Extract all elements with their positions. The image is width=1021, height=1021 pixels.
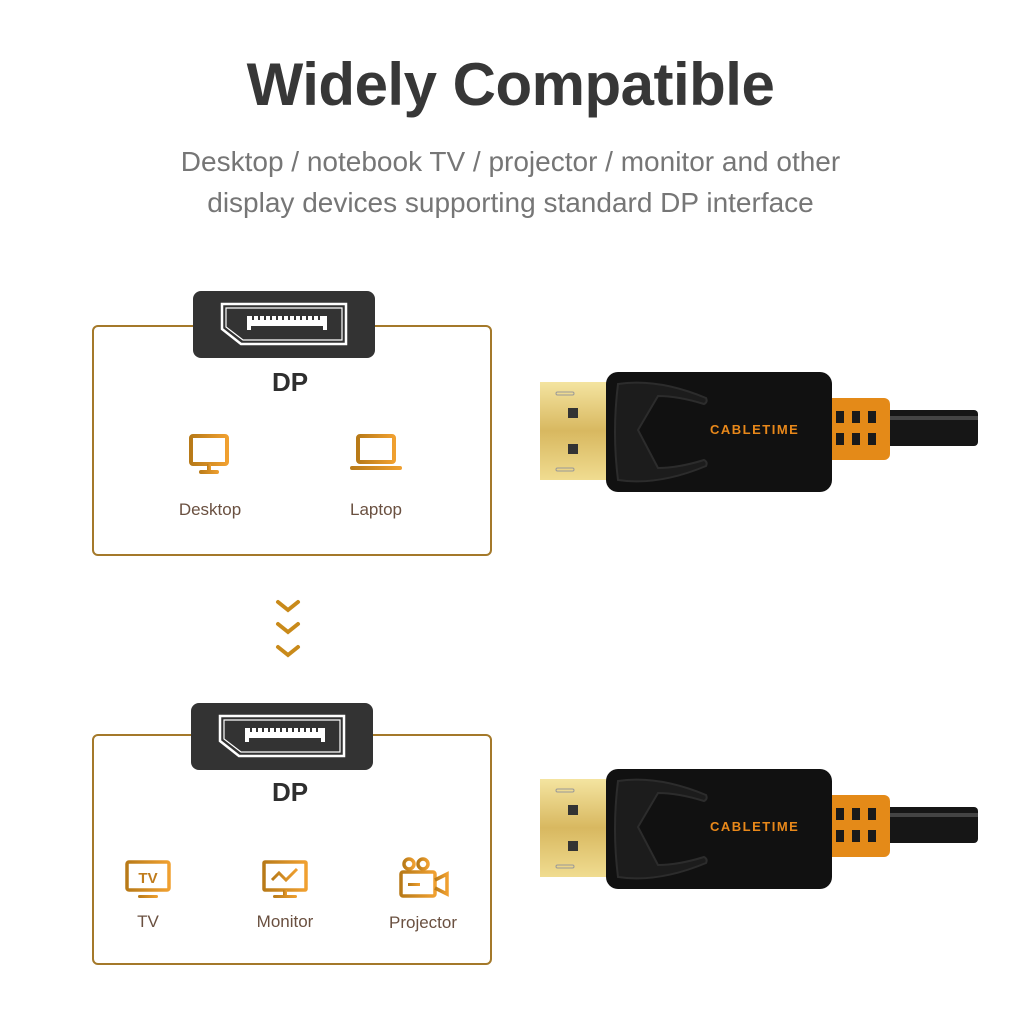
laptop-icon [350, 434, 402, 470]
device-label: Projector [388, 913, 458, 932]
brand-logo: CABLETIME [710, 819, 800, 834]
port-label: DP [271, 367, 309, 397]
device-label: TV [137, 912, 159, 931]
desktop-icon [189, 434, 229, 474]
monitor-icon [262, 860, 308, 898]
brand-logo: CABLETIME [710, 422, 800, 437]
displayport-icon [219, 301, 349, 347]
port-label: DP [271, 777, 309, 807]
device-label: Desktop [178, 500, 242, 519]
dp-port-badge [191, 703, 373, 770]
displayport-cable-plug: CABLETIME [538, 370, 978, 494]
displayport-icon [217, 713, 347, 759]
displayport-cable-plug: CABLETIME [538, 767, 978, 891]
projector-icon [399, 857, 449, 898]
subtitle-line-1: Desktop / notebook TV / projector / moni… [180, 146, 841, 177]
target-devices-panel [92, 734, 492, 965]
tv-icon: TV [125, 860, 171, 898]
tv-glyph: TV [138, 870, 157, 887]
dp-port-badge [193, 291, 375, 358]
chevrons-down-icon [276, 600, 300, 658]
page-title: Widely Compatible [246, 51, 775, 118]
device-label: Laptop [350, 500, 402, 519]
subtitle-line-2: display devices supporting standard DP i… [207, 187, 814, 218]
device-label: Monitor [256, 912, 314, 931]
source-devices-panel [92, 325, 492, 556]
